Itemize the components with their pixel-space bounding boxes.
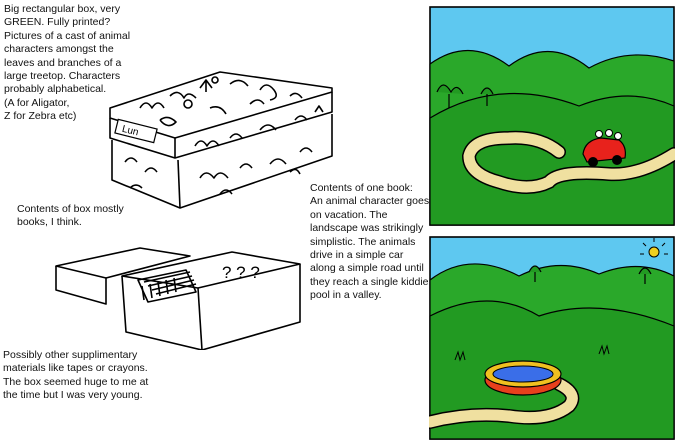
box-contents-note: Contents of box mostly books, I think. [17, 203, 124, 229]
box-description-note: Big rectangular box, very GREEN. Fully p… [4, 3, 131, 123]
question-marks: ? ? ? [222, 263, 260, 282]
landscape-panel-car [429, 6, 675, 226]
kiddie-pool-icon [484, 360, 562, 396]
other-materials-note: Possibly other supplimentary materials l… [3, 349, 149, 402]
sun-icon [640, 238, 668, 258]
car-icon [582, 129, 626, 167]
landscape-panel-pool [429, 236, 675, 440]
open-box-sketch: ? ? ? [55, 247, 301, 350]
box-label-text: Lun [121, 124, 140, 139]
closed-box-sketch: Lun [109, 71, 333, 209]
book-contents-note: Contents of one book: An animal characte… [310, 182, 430, 302]
